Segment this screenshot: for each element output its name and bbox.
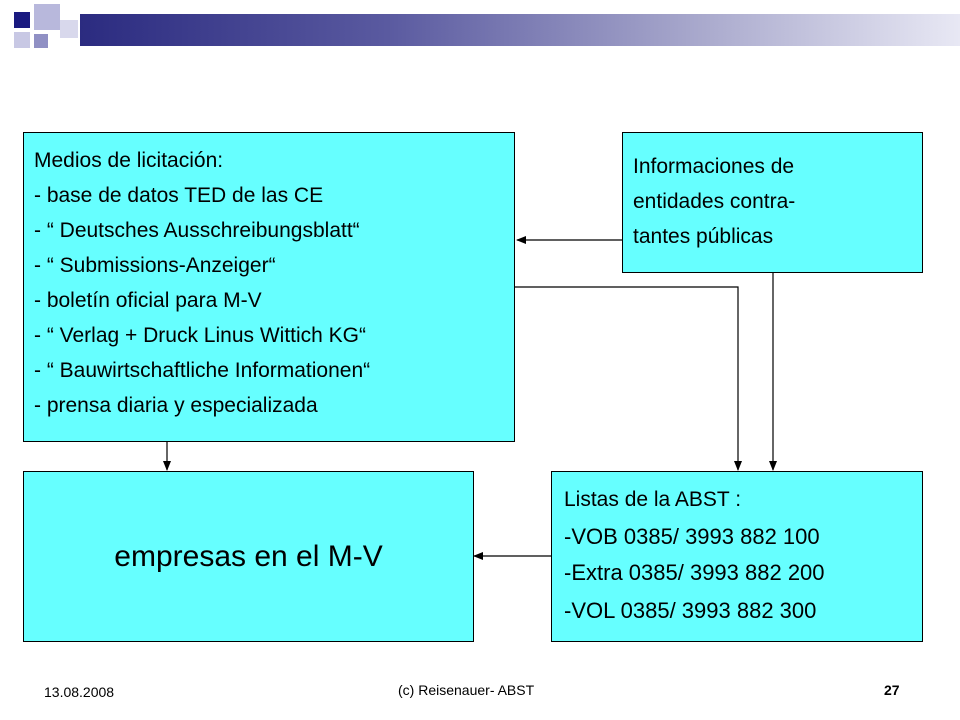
medios-line: Medios de licitación: (34, 149, 224, 172)
informaciones-box: Informaciones de entidades contra- tante… (622, 132, 923, 273)
listas-line: -VOL 0385/ 3993 882 300 (564, 598, 817, 623)
medios-line: - prensa diaria y especializada (34, 394, 318, 417)
header-square-light (60, 20, 78, 38)
listas-line: -VOB 0385/ 3993 882 100 (564, 524, 820, 549)
medios-line: - “ Bauwirtschaftliche Informationen“ (34, 359, 371, 382)
empresas-label: empresas en el M-V (114, 540, 383, 573)
informaciones-line: entidades contra- (633, 190, 796, 213)
medios-box: Medios de licitación: - base de datos TE… (23, 132, 515, 442)
listas-box: Listas de la ABST : -VOB 0385/ 3993 882 … (551, 471, 923, 642)
empresas-box: empresas en el M-V (23, 471, 474, 642)
header-square-light (34, 4, 60, 30)
listas-line: -Extra 0385/ 3993 882 200 (564, 560, 825, 585)
arrow-medios-to-listas (515, 286, 742, 471)
medios-line: - base de datos TED de las CE (34, 184, 324, 207)
header-square-light (34, 34, 48, 48)
page-number: 27 (884, 682, 900, 698)
medios-line: - “ Deutsches Ausschreibungsblatt“ (34, 219, 360, 242)
informaciones-line: tantes públicas (633, 225, 774, 248)
header-gradient-bar (80, 14, 960, 46)
footer-date: 13.08.2008 (44, 684, 115, 700)
header-square-light (14, 32, 30, 48)
listas-line: Listas de la ABST : (564, 488, 742, 511)
medios-line: - “ Submissions-Anzeiger“ (34, 254, 276, 277)
footer-copyright: (c) Reisenauer- ABST (398, 682, 535, 698)
informaciones-line: Informaciones de (633, 155, 795, 178)
header-square-dark (14, 12, 30, 28)
medios-line: - boletín oficial para M-V (34, 289, 262, 312)
medios-line: - “ Verlag + Druck Linus Wittich KG“ (34, 324, 367, 347)
